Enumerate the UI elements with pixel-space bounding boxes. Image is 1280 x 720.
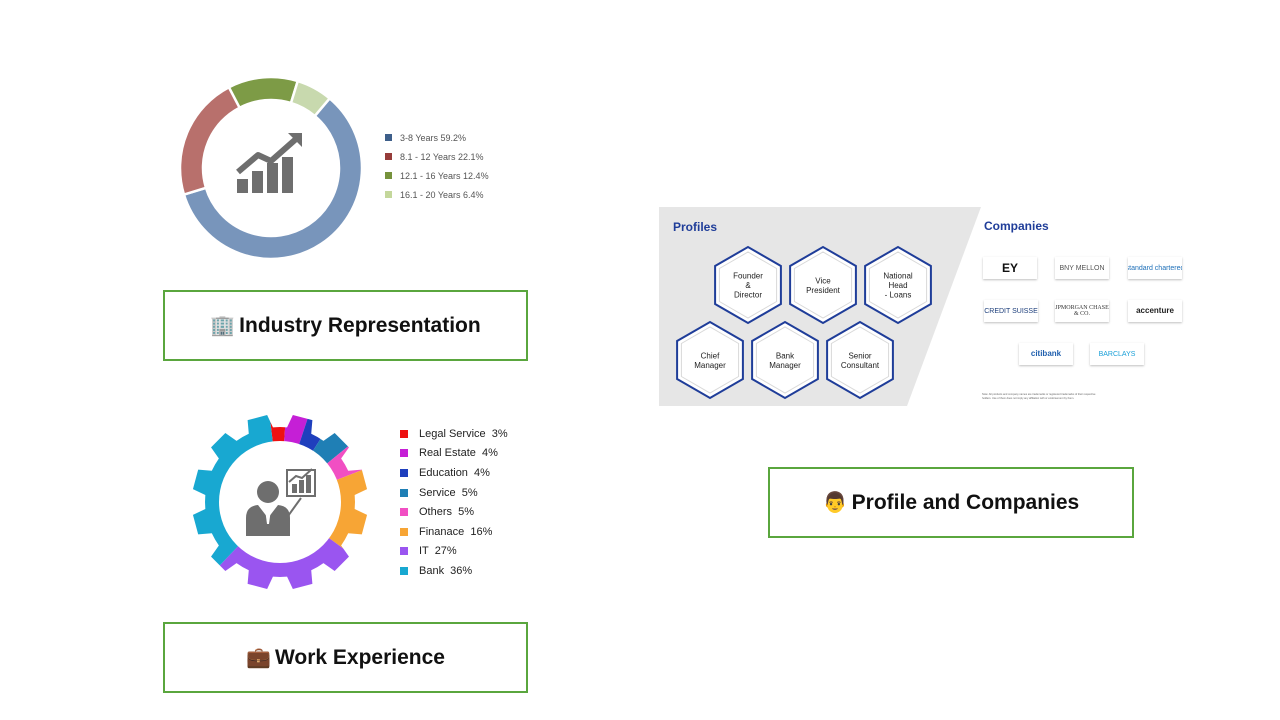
- gear-slice-5: [310, 441, 369, 488]
- profile-label: Manager: [769, 361, 801, 370]
- profile-label: Bank: [776, 351, 795, 360]
- legend-swatch: [385, 191, 392, 198]
- industry-representation-caption: 🏢 Industry Representation: [163, 290, 528, 361]
- company-logo: EY: [983, 257, 1037, 279]
- person-icon: 👨: [822, 491, 848, 514]
- legend-swatch: [385, 153, 392, 160]
- donut-slice-3: [227, 75, 300, 110]
- profile-label: Vice: [815, 276, 831, 285]
- profile-label: Consultant: [841, 361, 880, 370]
- legend-label: Real Estate 4%: [419, 447, 498, 460]
- company-logo: BARCLAYS: [1090, 343, 1144, 365]
- companies-title: Companies: [984, 219, 1049, 233]
- gear-slice-1: [269, 414, 287, 463]
- legend-label: 3-8 Years 59.2%: [400, 132, 467, 143]
- gear-slice-3: [292, 414, 332, 469]
- gear-legend: Legal Service 3% Real Estate 4% Education …: [400, 424, 508, 581]
- business-person-icon: [246, 468, 316, 536]
- legend-item: Real Estate 4%: [400, 444, 508, 464]
- profiles-companies-panel: Profiles Companies Founder&DirectorViceP…: [659, 207, 1096, 406]
- legend-label: Others 5%: [419, 506, 475, 519]
- legend-item: 3-8 Years 59.2%: [385, 128, 489, 147]
- legend-swatch: [400, 449, 408, 458]
- legend-label: 12.1 - 16 Years 12.4%: [400, 170, 489, 181]
- legend-label: IT 27%: [419, 545, 457, 558]
- company-logo: CREDIT SUISSE: [984, 300, 1038, 322]
- profile-label: &: [745, 281, 751, 290]
- growth-chart-icon: [236, 133, 302, 193]
- profile-label: - Loans: [885, 291, 912, 300]
- legend-label: Service 5%: [419, 486, 478, 499]
- legend-item: Bank 36%: [400, 561, 508, 581]
- legend-item: Education 4%: [400, 463, 508, 483]
- legend-label: Finanace 16%: [419, 525, 493, 538]
- legend-item: Service 5%: [400, 483, 508, 503]
- office-building-icon: 🏢: [210, 314, 236, 337]
- company-logo: accenture: [1128, 300, 1182, 322]
- profile-label: Founder: [733, 272, 763, 281]
- gear-slice-7: [214, 525, 357, 594]
- experience-donut-chart: [178, 75, 364, 261]
- donut-legend: 3-8 Years 59.2% 8.1 - 12 Years 22.1% 12.1 …: [385, 128, 489, 204]
- profile-companies-caption: 👨 Profile and Companies: [768, 467, 1134, 538]
- work-experience-caption: 💼 Work Experience: [163, 622, 528, 693]
- profile-label: Head: [888, 281, 907, 290]
- profile-label: Senior: [848, 351, 871, 360]
- donut-slice-4: [289, 79, 332, 118]
- legend-label: Education 4%: [419, 466, 490, 479]
- legend-label: 8.1 - 12 Years 22.1%: [400, 151, 484, 162]
- company-logo: standard chartered: [1128, 257, 1182, 279]
- gear-slice-2: [282, 414, 310, 465]
- legend-item: 12.1 - 16 Years 12.4%: [385, 166, 489, 185]
- legend-swatch: [400, 547, 408, 556]
- gear-slice-6: [312, 467, 370, 559]
- legend-item: 16.1 - 20 Years 6.4%: [385, 185, 489, 204]
- profile-label: Manager: [694, 361, 726, 370]
- company-logo: JPMORGAN CHASE & CO.: [1055, 300, 1109, 322]
- caption-label: Industry Representation: [239, 313, 481, 337]
- legend-item: 8.1 - 12 Years 22.1%: [385, 147, 489, 166]
- legend-item: Finanace 16%: [400, 522, 508, 542]
- legend-item: Legal Service 3%: [400, 424, 508, 444]
- legend-swatch: [400, 566, 408, 575]
- legend-label: 16.1 - 20 Years 6.4%: [400, 189, 484, 200]
- profile-label: Chief: [701, 351, 720, 360]
- legend-label: Legal Service 3%: [419, 427, 508, 440]
- company-logo: BNY MELLON: [1055, 257, 1109, 279]
- gear-slice-8: [190, 414, 276, 571]
- gear-slice-4: [301, 422, 354, 477]
- footnote: Note: All products and company names are…: [982, 392, 1096, 400]
- industry-gear-chart: [190, 414, 370, 594]
- profile-hexagon: Founder&Director: [714, 245, 782, 325]
- legend-swatch: [400, 508, 408, 517]
- donut-slice-2: [178, 85, 242, 197]
- briefcase-icon: 💼: [246, 646, 271, 669]
- donut-slice-1: [182, 96, 364, 261]
- legend-item: Others 5%: [400, 502, 508, 522]
- caption-label: Profile and Companies: [851, 490, 1080, 514]
- legend-swatch: [385, 172, 392, 179]
- legend-item: IT 27%: [400, 542, 508, 562]
- legend-label: Bank 36%: [419, 564, 473, 577]
- profile-label: President: [806, 286, 841, 295]
- legend-swatch: [400, 527, 408, 536]
- company-logo: citibank: [1019, 343, 1073, 365]
- profile-label: National: [883, 272, 913, 281]
- profiles-title: Profiles: [673, 220, 717, 234]
- legend-swatch: [400, 429, 408, 438]
- legend-swatch: [400, 468, 408, 477]
- profile-label: Director: [734, 291, 762, 300]
- caption-label: Work Experience: [274, 645, 445, 669]
- legend-swatch: [385, 134, 392, 141]
- legend-swatch: [400, 488, 408, 497]
